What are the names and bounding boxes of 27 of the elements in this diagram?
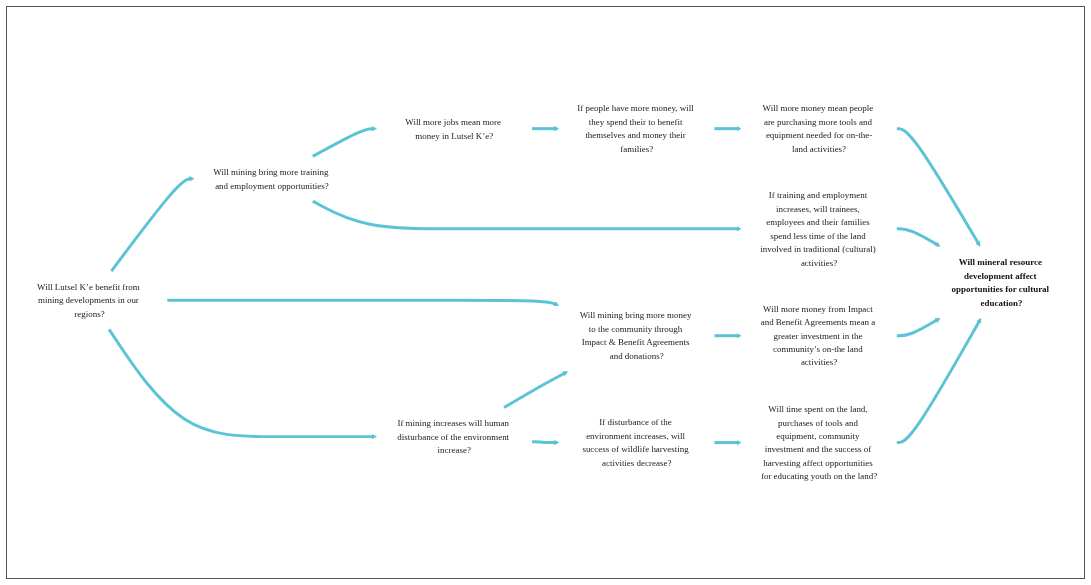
node-text: If disturbance of the environment increases, will success of wildlife harvesting activities decrease? xyxy=(582,417,689,468)
node-text: Will more jobs mean more money in Lutsel K’e? xyxy=(405,117,502,141)
arrow xyxy=(896,127,981,247)
arrow xyxy=(896,227,941,247)
node-text: Will mineral resource development affect opportunities for cultural education? xyxy=(951,257,1050,308)
arrow xyxy=(714,333,742,339)
arrow xyxy=(312,200,742,232)
arrow xyxy=(714,440,742,446)
arrow xyxy=(532,126,560,132)
node-text: Will more money mean people are purchasing more tools and equipment needed for on-the-land activities? xyxy=(762,103,874,154)
node-text: Will mining bring more training and employment opportunities? xyxy=(213,167,329,191)
node-text: If mining increases will human disturbance of the environment increase? xyxy=(397,418,510,455)
arrow xyxy=(110,176,195,273)
node-text: Will time spent on the land, purchases of tools and equipment, community investment and the success of harvesting affect opportunities for educating youth on the land? xyxy=(760,404,878,482)
node-text: Will more money from Impact and Benefit Agreements mean a greater investment in the community’s on-the land activities? xyxy=(760,304,876,368)
node-text: Will mining bring more money to the community through Impact & Benefit Agreements and donations? xyxy=(579,310,692,361)
arrow xyxy=(896,318,941,338)
arrow xyxy=(896,318,982,445)
arrow xyxy=(714,126,742,132)
node-text: If training and employment increases, will trainees, employees and their families spend less time of the land involved in traditional (cultural) activities? xyxy=(760,190,876,268)
arrow xyxy=(312,126,377,158)
arrow xyxy=(503,371,568,409)
arrow xyxy=(531,440,560,446)
arrow xyxy=(107,328,377,440)
node-text: Will Lutsel K’e benefit from mining developments in our regions? xyxy=(37,281,140,319)
node-text: If people have more money, will they spend their to benefit themselves and money their families? xyxy=(577,103,694,154)
arrow xyxy=(167,298,560,307)
